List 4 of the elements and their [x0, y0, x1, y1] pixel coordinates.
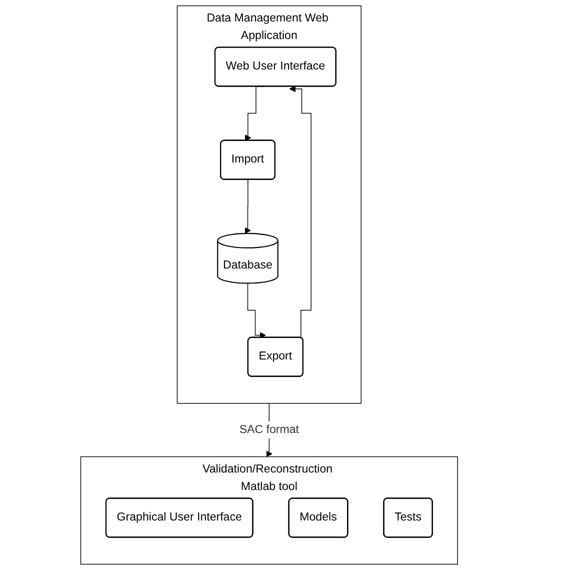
- edge-label: SAC format: [239, 424, 299, 436]
- arrow: [244, 179, 251, 234]
- arrow: [289, 86, 312, 338]
- arrow: [247, 282, 266, 338]
